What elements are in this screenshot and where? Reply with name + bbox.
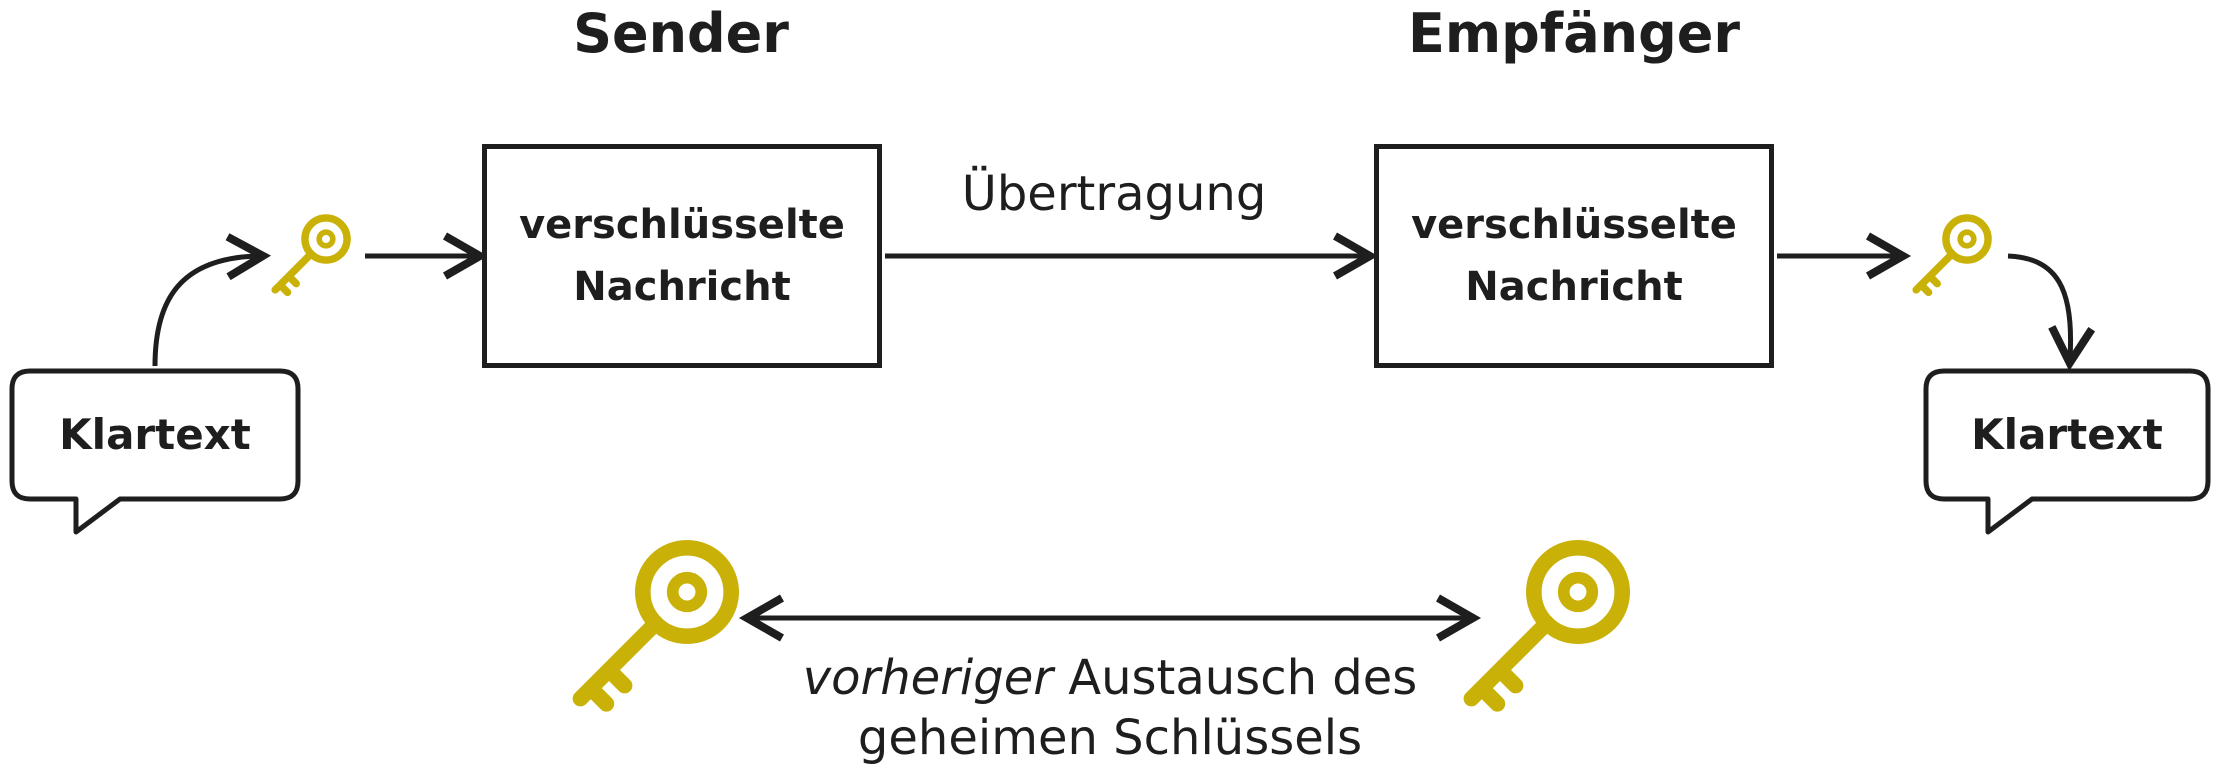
key-icon — [275, 218, 347, 292]
receiver-box-line1: verschlüsselte — [1411, 202, 1737, 248]
sender-box-line1: verschlüsselte — [519, 202, 845, 248]
key-exchange-line1-rest: Austausch des — [1053, 650, 1418, 706]
key-exchange-label: vorheriger Austausch des geheimen Schlüs… — [760, 648, 1460, 768]
arrow-key-to-plaintext — [2007, 253, 2096, 372]
key-icon — [580, 548, 731, 704]
plaintext-left-label: Klartext — [59, 410, 251, 459]
receiver-encrypted-message-box: verschlüsselte Nachricht — [1374, 144, 1774, 368]
key-icon — [1471, 548, 1622, 704]
sender-encrypted-message-box: verschlüsselte Nachricht — [482, 144, 882, 368]
receiver-heading: Empfänger — [1407, 2, 1741, 65]
key-exchange-line2: geheimen Schlüssels — [857, 710, 1363, 766]
plaintext-right-label: Klartext — [1971, 410, 2163, 459]
receiver-box-line2: Nachricht — [1465, 264, 1683, 310]
key-exchange-emphasis: vorheriger — [802, 650, 1053, 706]
plaintext-bubble-right — [1923, 368, 2211, 535]
sender-heading: Sender — [573, 2, 789, 65]
transmission-label: Übertragung — [961, 166, 1267, 222]
plaintext-bubble-left — [9, 368, 301, 535]
arrow-plaintext-to-key — [152, 233, 272, 367]
key-icon — [1916, 218, 1988, 292]
sender-box-line2: Nachricht — [573, 264, 791, 310]
